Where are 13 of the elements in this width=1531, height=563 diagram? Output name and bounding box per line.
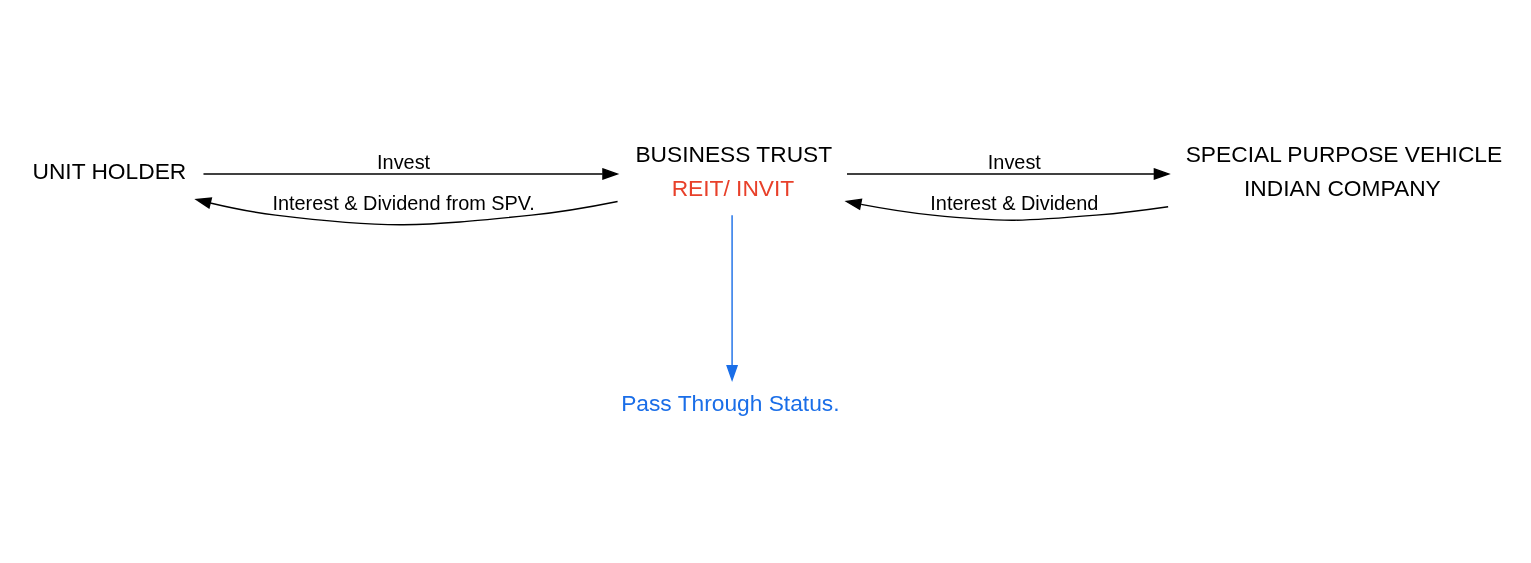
edge-label: Invest bbox=[987, 150, 1041, 173]
arrow bbox=[202, 167, 620, 180]
node-text: Pass Through Status. bbox=[621, 389, 840, 416]
node-text: UNIT HOLDER bbox=[32, 157, 187, 184]
arrow bbox=[194, 196, 619, 225]
arrow bbox=[844, 198, 1169, 221]
edge-label: Invest bbox=[377, 150, 431, 173]
arrow bbox=[726, 214, 739, 382]
node-text: BUSINESS TRUST REIT/ INVIT bbox=[635, 140, 833, 201]
arrow bbox=[846, 167, 1171, 180]
edge-label: Interest & Dividend bbox=[930, 191, 1099, 214]
node-text: SPECIAL PURPOSE VEHICLE INDIAN COMPANY bbox=[1185, 140, 1503, 201]
edge-label: Interest & Dividend from SPV. bbox=[272, 191, 535, 214]
